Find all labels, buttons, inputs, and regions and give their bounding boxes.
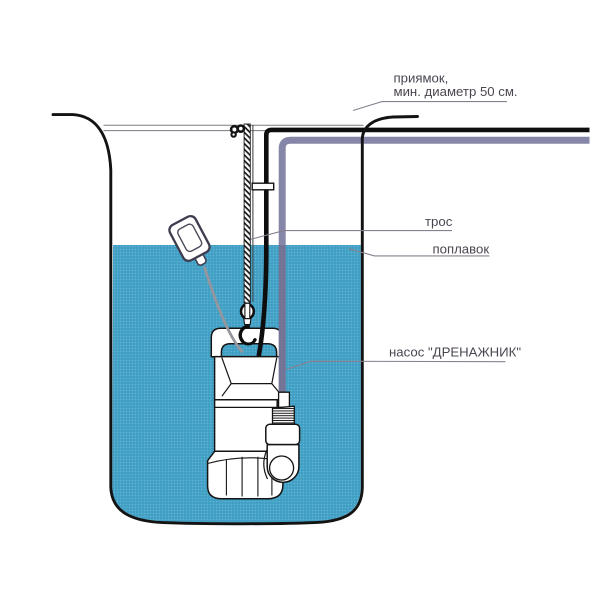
pipe-underwater-shade	[278, 245, 286, 392]
recess-chamfer-left	[221, 383, 232, 397]
leader-float	[348, 248, 490, 257]
pipe-run	[278, 136, 590, 392]
hook	[238, 324, 257, 346]
rope-end-bar	[244, 302, 251, 320]
float-inner	[177, 223, 203, 253]
recess-trapezoid	[221, 357, 278, 385]
shackle-connector	[243, 318, 252, 326]
rope-knot	[229, 124, 246, 138]
label-rope: трос	[425, 214, 453, 229]
power-cable	[256, 127, 590, 357]
leader-pit	[352, 101, 507, 112]
knot-tail	[230, 131, 237, 138]
float-cable	[202, 266, 245, 354]
rope-shackle	[238, 302, 257, 346]
float-switch	[168, 214, 211, 266]
pipe-collar	[277, 391, 291, 409]
label-pit-line1: приямок,	[394, 71, 449, 86]
discharge-pipe	[278, 136, 590, 392]
pipe-clamp	[251, 182, 275, 191]
label-float: поплавок	[433, 242, 490, 257]
leader-lines	[250, 101, 507, 370]
threaded-coupling	[271, 405, 295, 427]
label-pit-line2: мин. диаметр 50 см.	[394, 84, 518, 99]
elbow-left-curve	[263, 449, 269, 480]
pump-outlet	[263, 391, 301, 484]
labels: приямок, мин. диаметр 50 см. трос поплав…	[389, 71, 521, 360]
leader-rope	[250, 230, 452, 240]
knot-loop-2	[236, 124, 246, 134]
rope-band	[243, 123, 251, 304]
outlet-opening	[268, 455, 295, 481]
lifting-rope	[243, 123, 251, 304]
float-body	[168, 214, 211, 263]
pit-outline	[51, 113, 419, 526]
hook-highlight	[244, 339, 254, 343]
label-pump: насос "ДРЕНАЖНИК"	[389, 345, 521, 360]
leader-pump	[286, 360, 506, 370]
outlet-nut	[265, 423, 301, 446]
